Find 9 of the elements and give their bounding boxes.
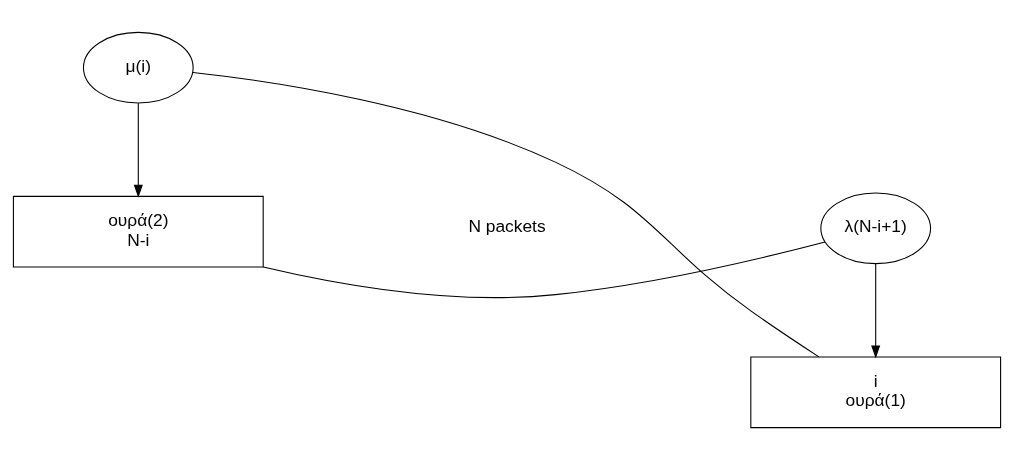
node-ellipse: μ(i) — [82, 31, 194, 103]
connector — [192, 71, 820, 357]
node-box: i ουρά(1) — [750, 356, 1002, 428]
node-ellipse: λ(N-i+1) — [820, 192, 932, 264]
label: N packets — [468, 216, 546, 236]
arrow — [133, 102, 143, 198]
connector — [262, 240, 826, 298]
arrow — [871, 262, 881, 358]
node-box: ουρά(2) N-i — [12, 195, 264, 267]
